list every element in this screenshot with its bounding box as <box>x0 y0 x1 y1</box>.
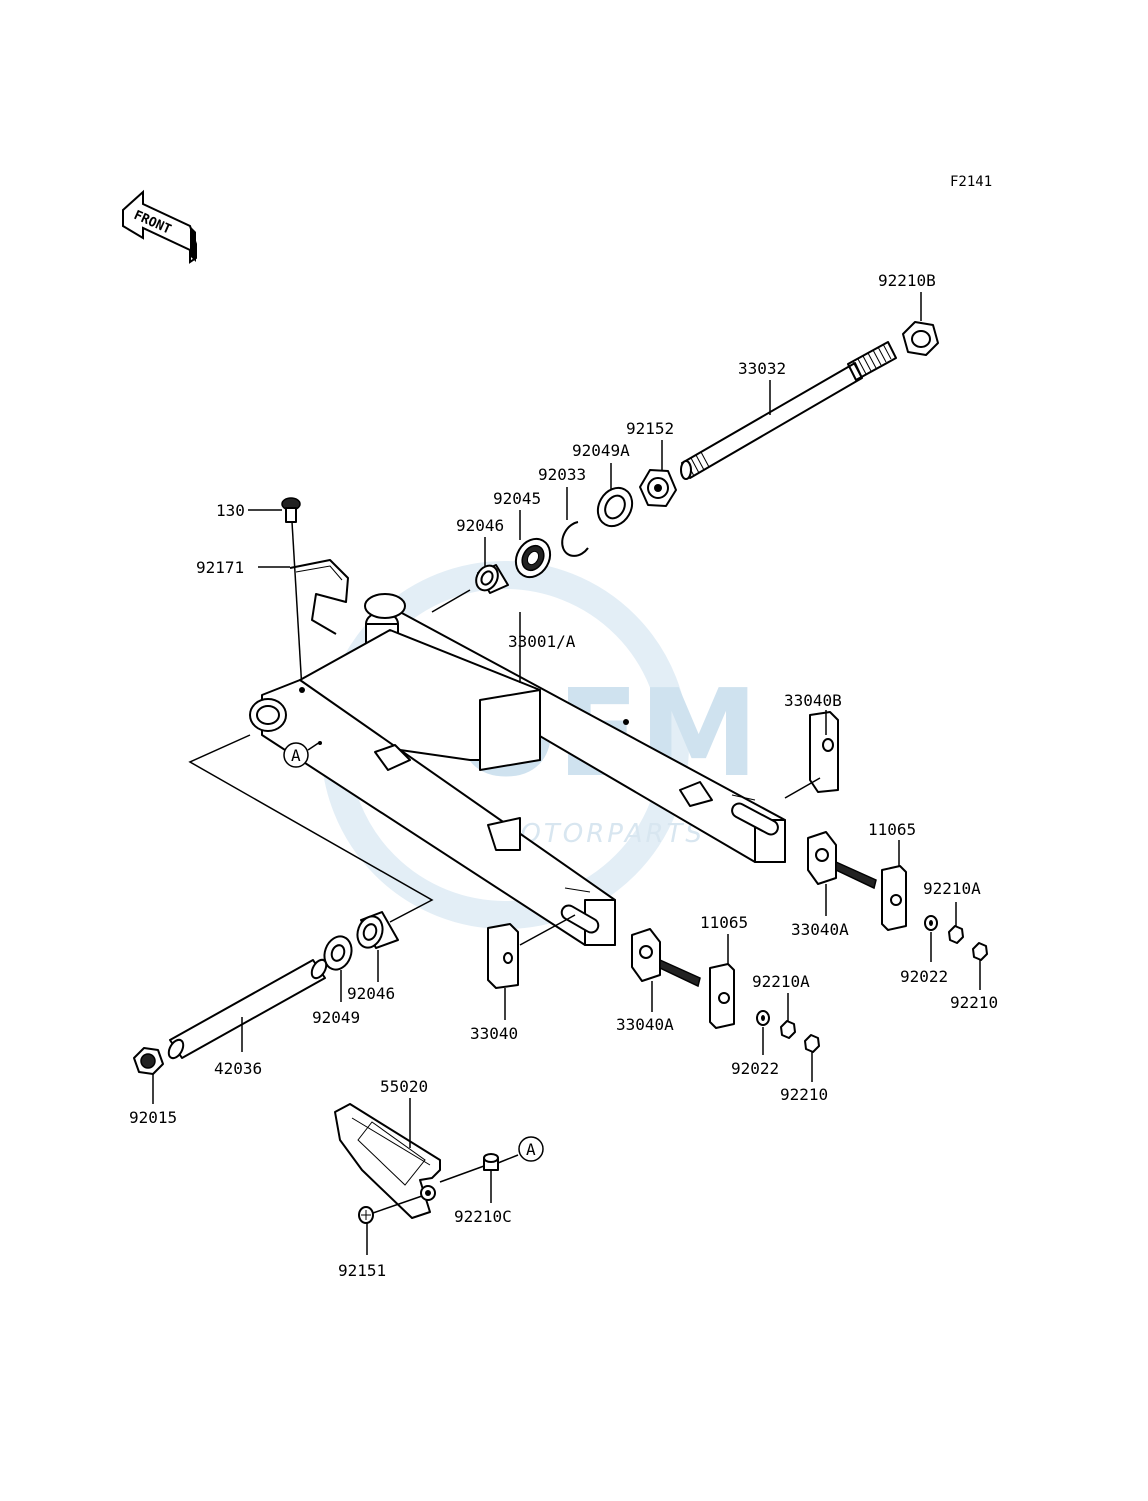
bolt-92151 <box>358 1206 374 1224</box>
label-92210-right: 92210 <box>950 993 998 1012</box>
swingarm-33001A <box>249 593 786 946</box>
collar-92210C <box>483 1153 499 1171</box>
diagram-code: F2141 <box>950 174 992 190</box>
label-92210A-right: 92210A <box>923 879 981 898</box>
nut-92210-right <box>972 942 988 961</box>
washer-92022-right <box>924 915 938 931</box>
nut-92210-mid <box>804 1034 820 1053</box>
bolt-130 <box>281 497 301 523</box>
label-92210B: 92210B <box>878 271 936 290</box>
label-33001A: 33001/A <box>508 632 576 651</box>
label-92210C: 92210C <box>454 1207 512 1226</box>
label-92022-mid: 92022 <box>731 1059 779 1078</box>
chain-guide-55020 <box>334 1103 441 1219</box>
nut-92210A-mid <box>780 1020 796 1039</box>
label-92015: 92015 <box>129 1108 177 1127</box>
nut-92015 <box>133 1047 164 1075</box>
axle-33032 <box>680 341 897 480</box>
label-92151: 92151 <box>338 1261 386 1280</box>
label-92022-right: 92022 <box>900 967 948 986</box>
label-92033: 92033 <box>538 465 586 484</box>
label-92045: 92045 <box>493 489 541 508</box>
label-11065-right: 11065 <box>868 820 916 839</box>
adjuster-33040A-right <box>807 831 877 890</box>
collar-92152 <box>639 469 677 507</box>
nut-92210B <box>902 321 939 356</box>
callout-a-swingarm: A <box>283 742 309 768</box>
block-11065-mid <box>709 963 735 1029</box>
bearing-92045 <box>514 537 552 579</box>
label-33040A-right: 33040A <box>791 920 849 939</box>
adjuster-33040A-mid <box>631 928 701 988</box>
callout-a-bottom: A <box>518 1136 544 1162</box>
needle-bearing-92046-top <box>475 564 509 594</box>
label-92049A: 92049A <box>572 441 630 460</box>
plate-33040B <box>809 711 839 793</box>
washer-92049 <box>323 935 353 971</box>
label-92210-mid: 92210 <box>780 1085 828 1104</box>
label-92046-top: 92046 <box>456 516 504 535</box>
block-11065-right <box>881 865 907 931</box>
label-42036: 42036 <box>214 1059 262 1078</box>
needle-bearing-92046-bottom <box>356 911 399 949</box>
svg-text:A: A <box>291 746 301 765</box>
seal-92049A <box>596 486 634 528</box>
label-11065-mid: 11065 <box>700 913 748 932</box>
label-33040B: 33040B <box>784 691 842 710</box>
label-33032: 33032 <box>738 359 786 378</box>
label-92210A-mid: 92210A <box>752 972 810 991</box>
svg-text:A: A <box>526 1140 536 1159</box>
nut-92210A-right <box>948 925 964 944</box>
label-55020: 55020 <box>380 1077 428 1096</box>
label-33040A-mid: 33040A <box>616 1015 674 1034</box>
label-33040: 33040 <box>470 1024 518 1043</box>
label-92152: 92152 <box>626 419 674 438</box>
washer-92022-mid <box>756 1010 770 1026</box>
plate-33040 <box>487 923 519 989</box>
label-92171: 92171 <box>196 558 244 577</box>
pivot-shaft-42036 <box>167 958 328 1060</box>
label-92049: 92049 <box>312 1008 360 1027</box>
label-130: 130 <box>216 501 245 520</box>
circlip-92033 <box>561 521 589 557</box>
front-arrow-icon: FRONT <box>122 189 197 264</box>
label-92046-bottom: 92046 <box>347 984 395 1003</box>
clamp-92171 <box>289 559 349 635</box>
